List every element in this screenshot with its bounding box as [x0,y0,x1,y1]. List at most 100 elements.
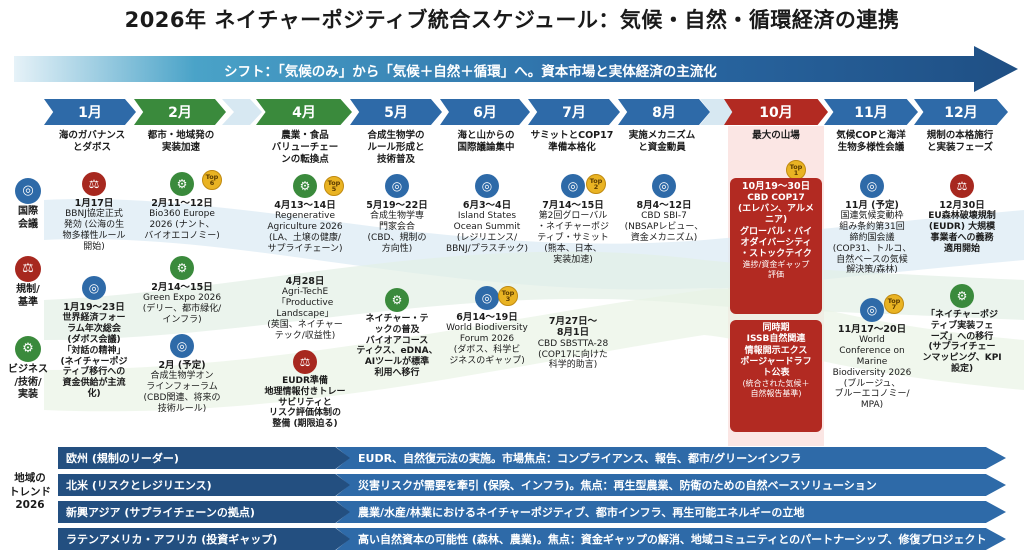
event-date: 4月28日 [285,276,325,287]
event-text: CBD SBI-7 (NBSAPレビュー、 資金メカニズム) [624,211,704,243]
event-text: World Conference on Marine Biodiversity … [832,335,912,411]
trend-text: 高い自然資本の可能性 (森林、農業)。焦点：資金ギャップの解消、地域コミュニティ… [336,528,1006,550]
event-text: CBD COP17 (エレバン、アルメ ニア) グローバル・バイ オダイバーシテ… [738,192,814,260]
theme-oct: 最大の山場 [752,130,800,141]
event-text: 第2回グローバル ・ネイチャーポジ ティブ・サミット (熊本、日本、 実装加速) [537,211,609,265]
event-date: 5月19〜22日 [366,200,428,211]
event-text: Bio360 Europe 2026 (ナント、 バイオエコノミー) [144,209,220,241]
trend-text: 災害リスクが需要を牽引 (保険、インフラ)。焦点：再生型農業、防衛のための自然ベ… [336,474,1006,496]
trend-region: 欧州 (規制のリーダー) [58,447,350,469]
month-apr: 4月 [256,99,352,125]
event-nov-marine: ◎ 11月17〜20日 World Conference on Marine B… [824,298,920,411]
event-jun-wbf: ◎ 6月14〜19日 World Biodiversity Forum 2026… [440,286,534,367]
event-text: 国連気候変動枠 組み条約第31回 締約国会議 (COP31、トルコ、 自然ベース… [832,211,912,276]
month-jan: 1月 [44,99,136,125]
event-text: 同時期 ISSB自然関連 情報開示エクス ポージャードラフ ト公表 [740,323,812,378]
month-feb: 2月 [134,99,226,125]
event-date: 1月17日 [74,198,114,209]
gavel-icon: ⚖ [15,256,41,282]
event-sub: 進捗/資金ギャップ 評価 [742,260,810,280]
gear-icon: ⚙ [385,288,409,312]
top5-badge: Top 5 [324,176,344,196]
event-apr-agritech: 4月28日 Agri-TechE 「Productive Landscape」 … [258,276,352,341]
month-dec: 12月 [914,99,1008,125]
side-intl-label: 国際 会議 [18,206,38,230]
event-text: 「ネイチャーポジ ティブ実装フェ ーズ」への移行 (サプライチェー ンマッピング… [922,310,1002,374]
event-text: Island States Ocean Summit (レジリエンス/ BBNJ… [445,211,529,254]
event-text: EU森林破壊規制 (EUDR) 大規模 事業者への義務 適用開始 [928,211,996,254]
gear-icon: ⚙ [170,256,194,280]
side-reg: ⚖ 規制/ 基準 [6,256,50,309]
trend-text: EUDR、自然復元法の実施。市場焦点：コンプライアンス、報告、都市/グリーンイン… [336,447,1006,469]
event-date: 2月 (予定) [158,360,206,371]
top3-badge: Top 3 [498,286,518,306]
month-nov: 11月 [824,99,918,125]
event-date: 2月11〜12日 [151,198,213,209]
event-date: 10月19〜30日 [741,181,811,192]
theme-jul: サミットとCOP17 準備本格化 [530,130,614,153]
globe-icon: ◎ [561,174,585,198]
event-date: 4月13〜14日 [274,200,336,211]
event-date: 11月17〜20日 [837,324,907,335]
event-text: ネイチャー・テ ックの普及 バイオアコース ティクス、eDNA、 AIツールが標… [356,314,438,378]
gear-icon: ⚙ [170,172,194,196]
month-jun: 6月 [440,99,530,125]
event-text: BBNJ協定正式 発効 (公海の生 物多様性ルール 開始) [62,209,126,252]
event-date: 1月19〜23日 [63,302,125,313]
globe-icon: ◎ [475,286,499,310]
event-date: 6月14〜19日 [456,312,518,323]
event-text: CBD SBSTTA-28 (COP17に向けた 科学的助言) [537,338,609,371]
theme-dec: 規制の本格施行 と実装フェーズ [926,130,994,153]
event-apr-eudr: ⚖ EUDR準備 地理情報付きトレー サビリティと リスク評価体制の 整備 (期… [254,350,356,430]
event-date: 6月3〜4日 [462,200,512,211]
top1-badge: Top 1 [786,160,806,180]
event-text: Green Expo 2026 (デリー、都市緑化/ インフラ) [142,293,222,325]
event-dec-implementation: ⚙ 「ネイチャーポジ ティブ実装フェ ーズ」への移行 (サプライチェー ンマッピ… [912,284,1012,375]
gear-icon: ⚙ [293,174,317,198]
trend-text: 農業/水産/林業におけるネイチャーポジティブ、都市インフラ、再生可能エネルギーの… [336,501,1006,523]
theme-apr: 農業・食品 バリューチェー ンの転換点 [271,130,339,165]
event-may-synbio: ◎ 5月19〜22日 合成生物学専 門家会合 (CBD、規制の 方向性) [352,174,442,255]
event-may-naturetech: ⚙ ネイチャー・テ ックの普及 バイオアコース ティクス、eDNA、 AIツール… [352,288,442,379]
globe-icon: ◎ [860,298,884,322]
globe-icon: ◎ [15,178,41,204]
gear-icon: ⚙ [950,284,974,308]
globe-icon: ◎ [82,276,106,300]
shift-arrow-bar: シフト：「気候のみ」から「気候＋自然＋循環」へ。資本市場と実体経済の主流化 [14,46,1018,92]
month-oct: 10月 [724,99,828,125]
event-date: 12月30日 [939,200,985,211]
trend-region: ラテンアメリカ・アフリカ (投資ギャップ) [58,528,350,550]
event-sub: (統合された気候＋ 自然報告基準) [742,379,810,399]
event-text: World Biodiversity Forum 2026 (ダボス、科学ビ ジ… [446,323,528,366]
event-feb-bio360: ⚙ 2月11〜12日 Bio360 Europe 2026 (ナント、 バイオエ… [136,172,228,242]
event-text: 世界経済フォー ラム年次総会 (ダボス会議) 「対話の精神」 (ネイチャーポジ … [60,313,128,399]
month-may: 5月 [350,99,442,125]
event-date: 2月14〜15日 [151,282,213,293]
side-biz: ⚙ ビジネス /技術/ 実装 [6,336,50,402]
trend-section-label: 地域の トレンド 2026 [9,472,51,512]
event-text: Agri-TechE 「Productive Landscape」 (英国、ネイ… [267,287,343,341]
theme-jan: 海のガバナンス とダボス [58,130,126,153]
event-jul-summit: ◎ 7月14〜15日 第2回グローバル ・ネイチャーポジ ティブ・サミット (熊… [526,174,620,265]
globe-icon: ◎ [475,174,499,198]
event-date: 7月27日〜 8月1日 [548,316,598,339]
event-oct-issb: 同時期 ISSB自然関連 情報開示エクス ポージャードラフ ト公表 (統合された… [730,320,822,432]
globe-icon: ◎ [385,174,409,198]
globe-icon: ◎ [170,334,194,358]
gavel-icon: ⚖ [82,172,106,196]
side-reg-label: 規制/ 基準 [16,284,40,308]
gavel-icon: ⚖ [293,350,317,374]
shift-text: シフト：「気候のみ」から「気候＋自然＋循環」へ。資本市場と実体経済の主流化 [224,64,717,80]
shift-arrow-shape [14,46,1018,92]
event-text: EUDR準備 地理情報付きトレー サビリティと リスク評価体制の 整備 (期限迫… [264,376,346,430]
event-text: 合成生物学専 門家会合 (CBD、規制の 方向性) [367,211,427,254]
top7-badge: Top 7 [884,294,904,314]
globe-icon: ◎ [860,174,884,198]
theme-aug: 実施メカニズム と資金動員 [628,130,696,153]
gavel-icon: ⚖ [950,174,974,198]
trend-region: 北米 (リスクとレジリエンス) [58,474,350,496]
event-feb-synbio: ◎ 2月 (予定) 合成生物学オン ラインフォーラム (CBD関連、将来の 技術… [136,334,228,415]
event-text: Regenerative Agriculture 2026 (LA、土壌の健康/… [267,211,343,254]
event-jul-sbstta: 7月27日〜 8月1日 CBD SBSTTA-28 (COP17に向けた 科学的… [526,316,620,371]
theme-nov: 気候COPと海洋 生物多様性会議 [836,130,906,153]
